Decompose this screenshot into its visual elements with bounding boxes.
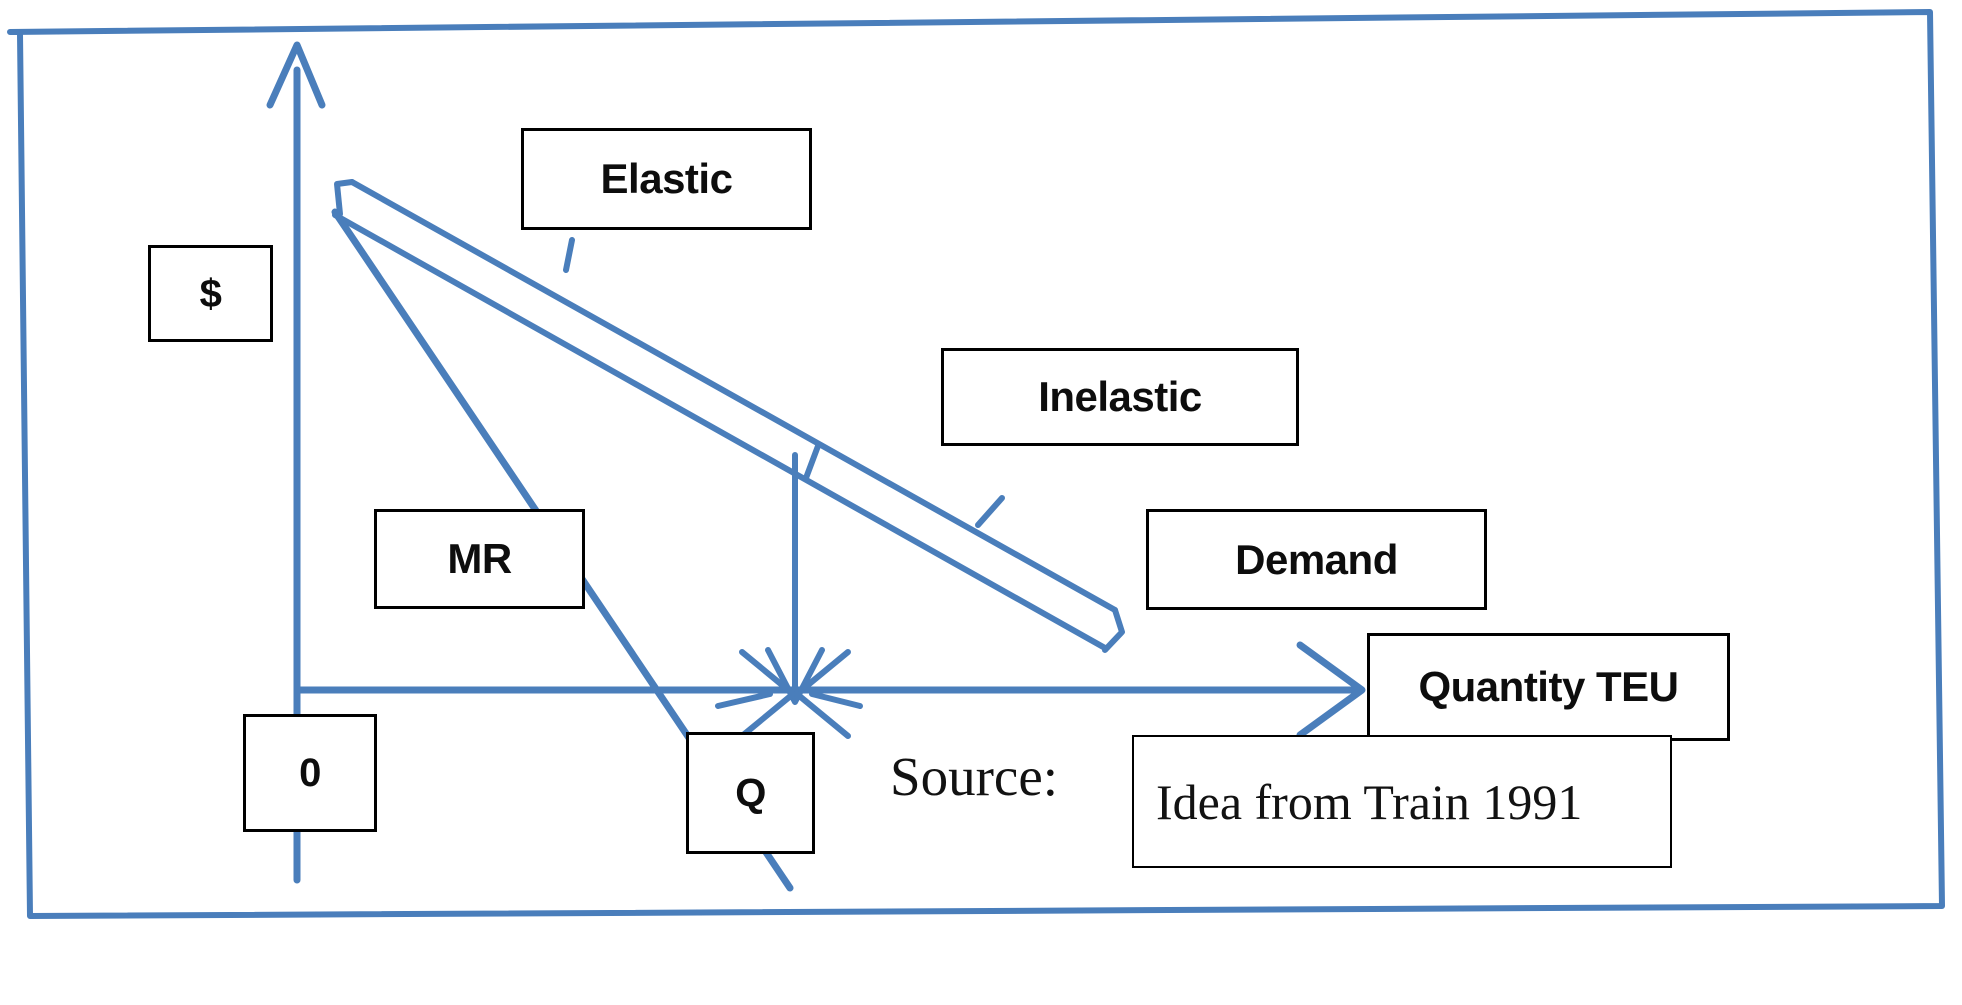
origin-label-box: 0: [243, 714, 377, 832]
source-citation-text: Idea from Train 1991: [1156, 773, 1583, 830]
demand-label: Demand: [1235, 535, 1398, 583]
quantity-marker-label-box: Q: [686, 732, 815, 854]
origin-label: 0: [299, 751, 321, 795]
source-prefix-text: Source:: [890, 746, 1059, 807]
x-axis-label-box: Quantity TEU: [1367, 633, 1730, 741]
marginal-revenue-label: MR: [447, 535, 512, 582]
quantity-dropline: [765, 452, 825, 705]
marginal-revenue-label-box: MR: [374, 509, 585, 609]
source-citation-box: Idea from Train 1991: [1132, 735, 1672, 868]
demand-curve: [332, 179, 1125, 653]
source-prefix: Source:: [890, 745, 1058, 808]
inelastic-label: Inelastic: [1038, 373, 1202, 420]
quantity-marker-label: Q: [735, 771, 766, 815]
x-axis-label: Quantity TEU: [1418, 663, 1679, 710]
y-axis-label: $: [199, 271, 222, 316]
inelastic-label-box: Inelastic: [941, 348, 1299, 446]
demand-label-box: Demand: [1146, 509, 1487, 610]
elastic-label-box: Elastic: [521, 128, 812, 230]
equilibrium-arrow-cluster: [715, 649, 863, 739]
y-axis-label-box: $: [148, 245, 273, 342]
x-axis: [293, 641, 1366, 739]
slide-frame: [7, 9, 1945, 919]
elastic-label: Elastic: [600, 155, 733, 202]
